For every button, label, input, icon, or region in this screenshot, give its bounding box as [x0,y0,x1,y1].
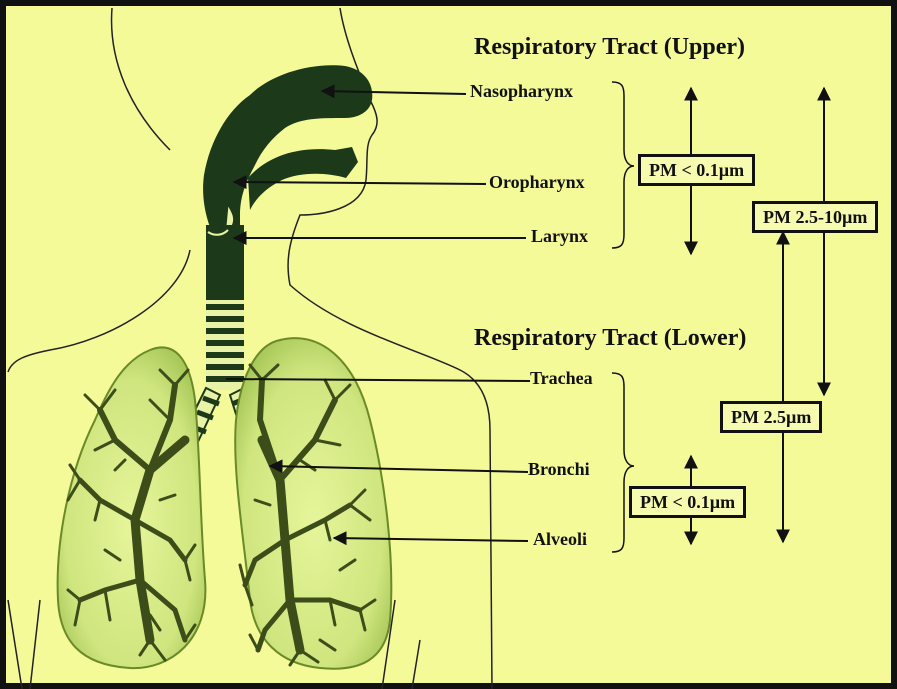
pm-box-upper-fine: PM < 0.1µm [638,154,755,186]
label-larynx: Larynx [531,226,588,247]
label-alveoli: Alveoli [533,529,587,550]
label-oropharynx: Oropharynx [489,172,585,193]
pm-box-lower-fine: PM < 0.1µm [629,486,746,518]
label-bronchi: Bronchi [528,459,590,480]
label-nasopharynx: Nasopharynx [470,81,573,102]
pm-box-fine: PM 2.5µm [720,401,822,433]
label-trachea: Trachea [530,368,593,389]
trachea-rings [206,300,244,390]
heading-upper-tract: Respiratory Tract (Upper) [474,34,745,61]
pm-box-coarse: PM 2.5-10µm [752,201,878,233]
heading-lower-tract: Respiratory Tract (Lower) [474,325,746,352]
